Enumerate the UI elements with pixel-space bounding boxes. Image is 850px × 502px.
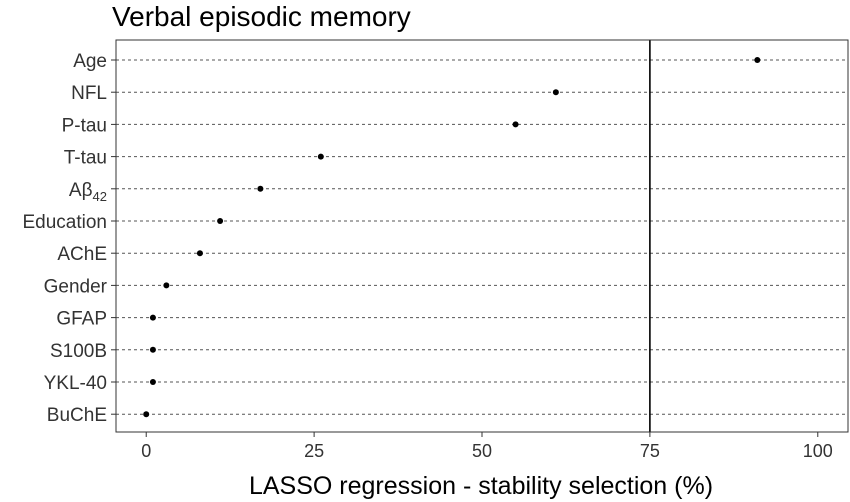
y-tick-label: Gender [44,276,108,297]
data-point [149,346,156,353]
data-point [196,250,203,257]
y-tick-label: S100B [50,341,107,362]
y-tick-label: T-tau [64,148,107,169]
x-tick-label: 75 [640,441,660,461]
x-axis-label: LASSO regression - stability selection (… [249,472,713,500]
chart-title: Verbal episodic memory [112,1,411,32]
data-point [217,218,224,224]
y-tick-label: NFL [71,83,107,104]
data-point [143,411,150,418]
y-tick-label: Aβ42 [69,180,107,204]
data-point [257,185,264,192]
x-tick-label: 0 [141,441,151,461]
y-tick-label: Age [73,51,107,72]
y-tick-label: P-tau [62,115,107,136]
data-point [754,57,761,63]
y-tick-label: GFAP [56,309,107,330]
x-tick-label: 50 [472,441,492,461]
data-point [163,282,170,289]
y-tick-label: AChE [57,244,107,265]
y-tick-label: BuChE [47,405,107,426]
data-point [552,89,559,96]
data-point [149,314,156,321]
data-point [317,153,324,160]
x-tick-label: 100 [803,441,833,461]
data-point [512,121,519,128]
y-tick-label: Education [22,212,107,233]
x-tick-label: 25 [304,441,324,461]
y-tick-label: YKL-40 [44,373,107,394]
data-point [149,379,156,385]
plot-border [115,39,849,433]
